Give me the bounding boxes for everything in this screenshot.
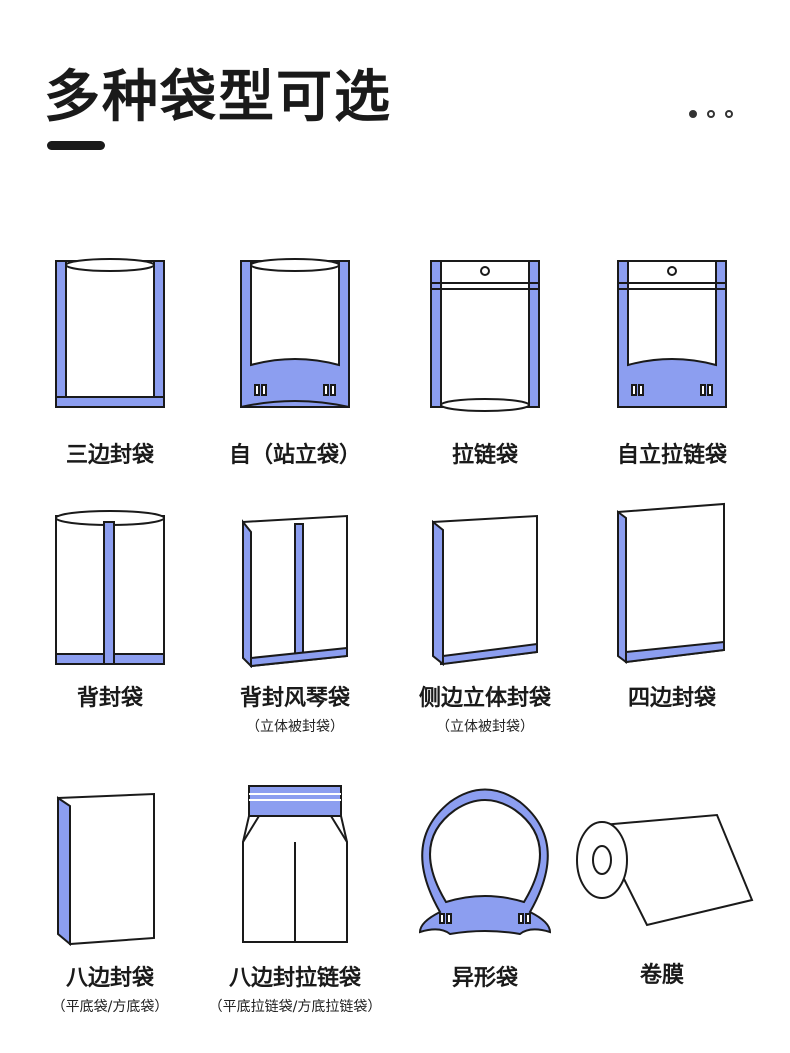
eight-side-zipper-bag-icon xyxy=(242,785,348,943)
bag-back-seal-gusset: 背封风琴袋 （立体被封袋） xyxy=(195,508,395,736)
bag-four-side-seal: 四边封袋 xyxy=(572,500,772,712)
back-seal-bag-icon xyxy=(55,510,165,665)
bag-label: 自立拉链袋 xyxy=(616,443,727,468)
bag-sublabel: （平底袋/方底袋） xyxy=(51,999,169,1015)
bag-label: 四边封袋 xyxy=(627,686,716,711)
roll-film-icon xyxy=(576,813,754,927)
four-side-seal-bag-icon xyxy=(616,502,725,664)
bag-stand-up-zipper: 自立拉链袋 xyxy=(572,255,772,469)
side-gusset-bag-icon xyxy=(431,514,538,667)
three-side-seal-bag-icon xyxy=(55,258,165,408)
bag-eight-side-zipper: 八边封拉链袋 （平底拉链袋/方底拉链袋） xyxy=(195,782,395,1016)
stand-up-zipper-bag-icon xyxy=(617,260,727,408)
bag-sublabel: （立体被封袋） xyxy=(436,719,534,735)
shaped-bag-icon xyxy=(418,788,552,936)
bag-sublabel: （平底拉链袋/方底拉链袋） xyxy=(208,999,382,1015)
bag-eight-side-seal: 八边封袋 （平底袋/方底袋） xyxy=(10,788,210,1016)
bag-label: 卷膜 xyxy=(639,963,684,988)
bag-back-seal: 背封袋 xyxy=(10,508,210,712)
bag-label: 八边封袋 xyxy=(65,966,154,991)
bag-stand-up: 自（站立袋） xyxy=(195,255,395,469)
bag-label: 背封袋 xyxy=(76,686,143,711)
zipper-bag-icon xyxy=(430,260,540,412)
bag-three-side-seal: 三边封袋 xyxy=(10,255,210,469)
bag-sublabel: （立体被封袋） xyxy=(246,719,344,735)
bag-label: 三边封袋 xyxy=(65,443,154,468)
bag-shaped: 异形袋 xyxy=(385,782,585,992)
bag-zipper: 拉链袋 xyxy=(385,255,585,469)
page-title: 多种袋型可选 xyxy=(44,65,392,130)
stand-up-bag-icon xyxy=(240,258,350,408)
bag-label: 拉链袋 xyxy=(451,443,518,468)
title-underline xyxy=(47,141,105,150)
bag-label: 侧边立体封袋 xyxy=(418,686,551,711)
more-dots-icon xyxy=(689,110,733,118)
bag-side-gusset: 侧边立体封袋 （立体被封袋） xyxy=(385,508,585,736)
bag-label: 异形袋 xyxy=(451,966,518,991)
bag-label: 背封风琴袋 xyxy=(239,686,350,711)
bag-label: 自（站立袋） xyxy=(228,443,361,468)
eight-side-seal-bag-icon xyxy=(56,792,155,947)
roll-film: 卷膜 xyxy=(562,795,762,989)
back-seal-gusset-bag-icon xyxy=(241,514,348,668)
bag-label: 八边封拉链袋 xyxy=(228,966,361,991)
